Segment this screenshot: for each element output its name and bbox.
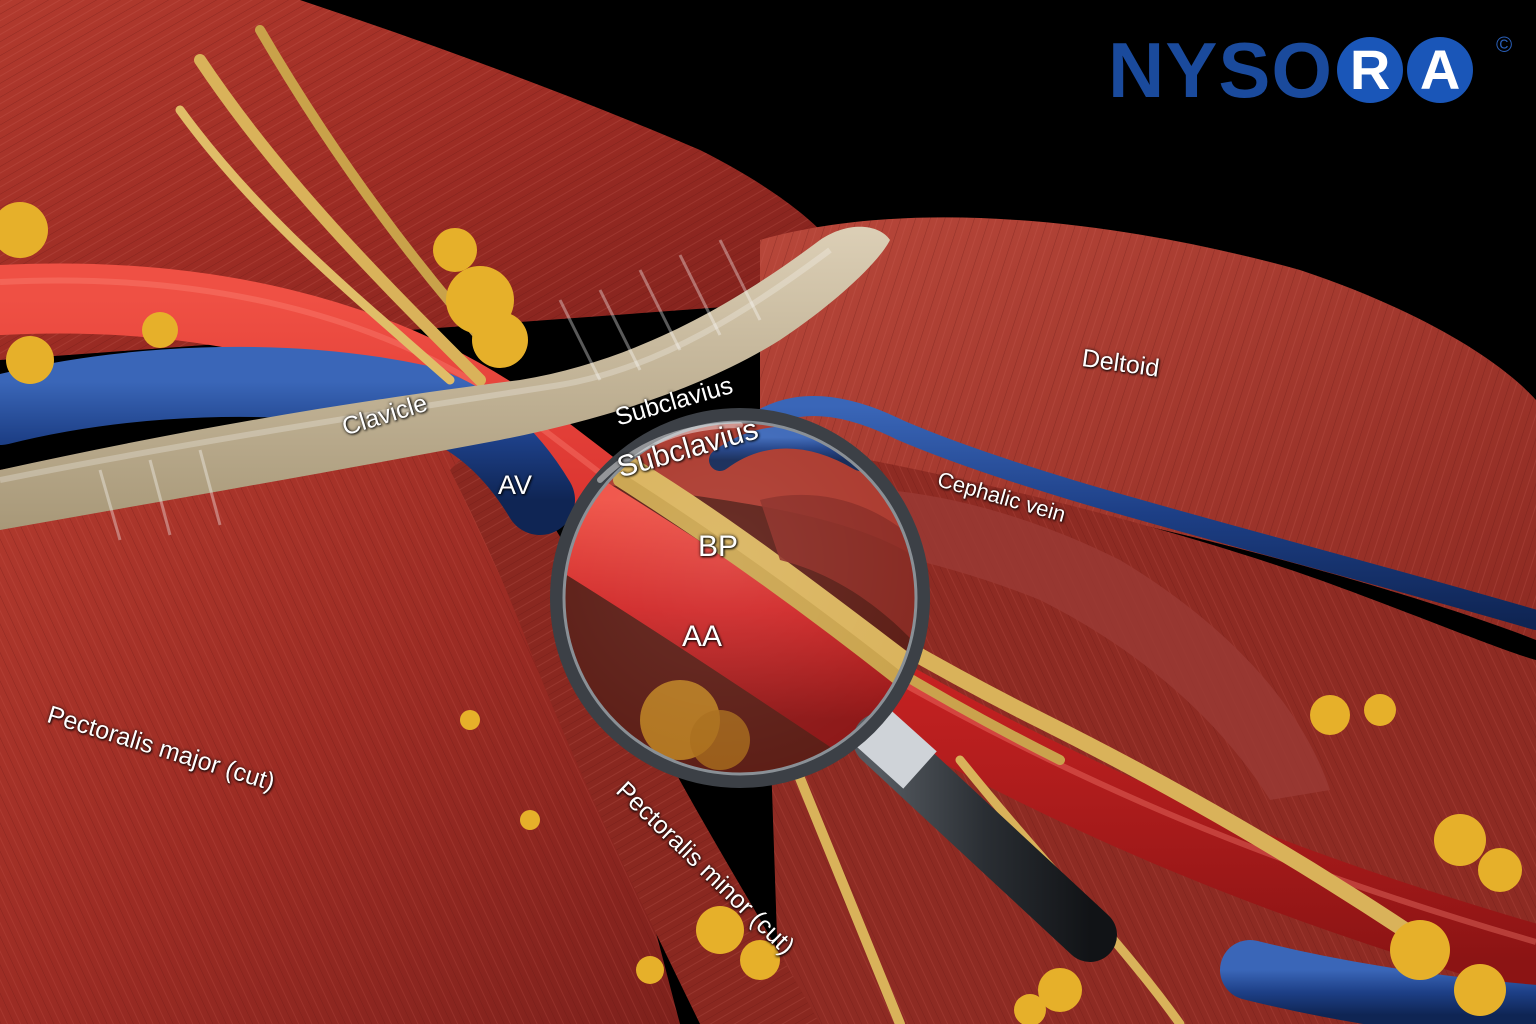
label-aa: AA xyxy=(682,620,723,653)
logo-copyright: © xyxy=(1496,32,1513,57)
logo-letter-a: A xyxy=(1407,37,1474,103)
clavicle-tendons xyxy=(98,239,762,541)
magnifying-glass-icon xyxy=(550,408,1117,962)
label-av: AV xyxy=(498,470,533,500)
cephalic-vein xyxy=(710,396,1536,630)
fat-deposits xyxy=(0,202,1522,1024)
logo-letter-r: R xyxy=(1337,37,1404,103)
label-bp: BP xyxy=(698,530,739,563)
clavicle-bone xyxy=(0,226,890,530)
logo-text: NYSO xyxy=(1108,26,1334,114)
nysora-logo: NYSO R A © xyxy=(1108,26,1512,114)
axillary-vein xyxy=(0,346,575,535)
